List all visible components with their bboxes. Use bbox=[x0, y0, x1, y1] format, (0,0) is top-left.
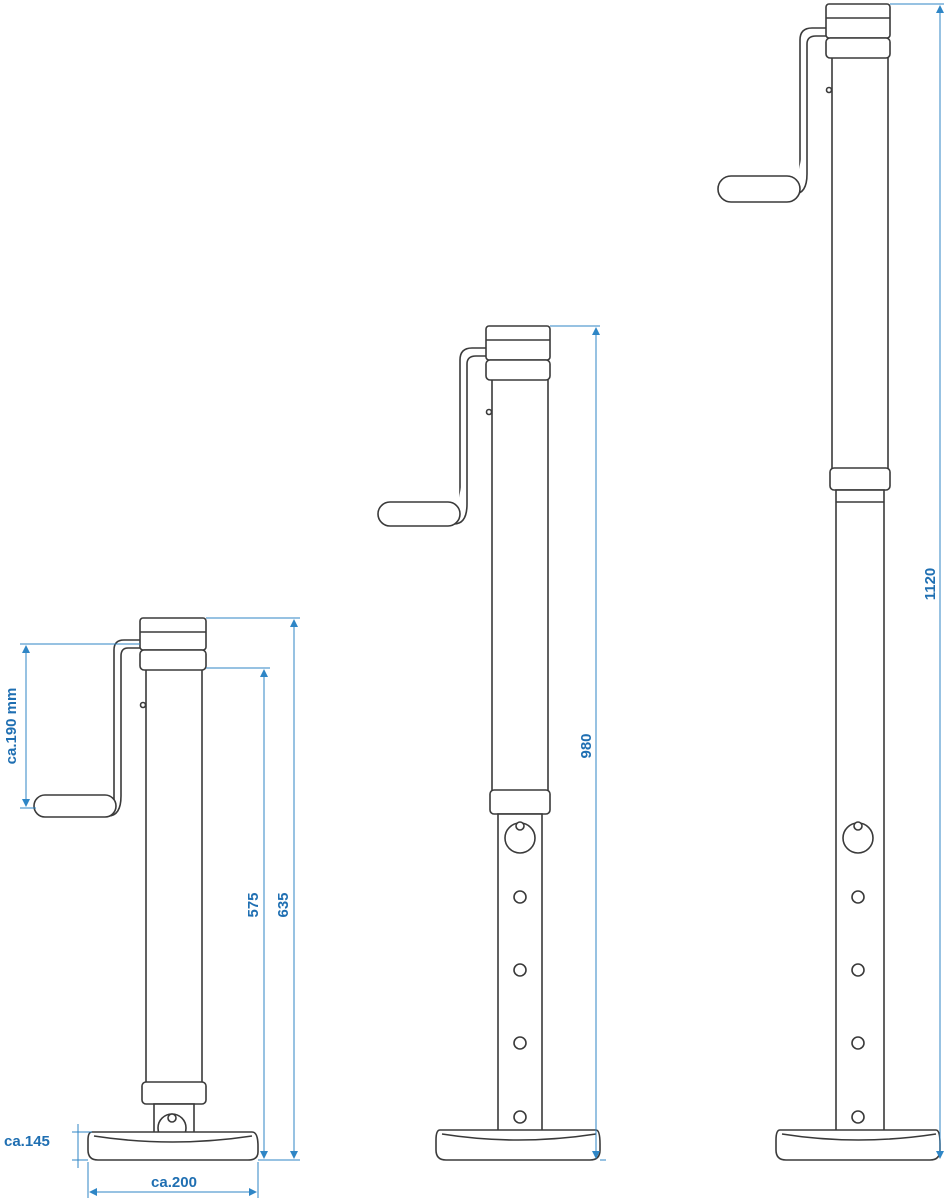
outer-tube bbox=[831, 53, 889, 475]
jack-mid-dimensions bbox=[550, 325, 606, 1161]
bottom-collar bbox=[829, 467, 891, 491]
top-housing bbox=[825, 3, 891, 39]
tube-height-label: 575 bbox=[245, 892, 262, 917]
jack-retracted bbox=[33, 617, 259, 1161]
foot-plate bbox=[435, 1129, 601, 1161]
crank-drop-label: ca.190 mm bbox=[3, 688, 20, 765]
jack-max-dimensions bbox=[890, 3, 944, 1159]
bottom-collar bbox=[141, 1081, 207, 1105]
top-housing bbox=[485, 325, 551, 361]
inner-tube bbox=[497, 813, 543, 1155]
bottom-collar bbox=[489, 789, 551, 815]
crank-handle-grip bbox=[33, 794, 117, 818]
top-collar bbox=[139, 649, 207, 671]
foot-height-label: ca.145 bbox=[4, 1133, 50, 1150]
total-height-label: 635 bbox=[275, 892, 292, 917]
top-collar bbox=[825, 37, 891, 59]
crank-handle-grip bbox=[377, 501, 461, 527]
outer-tube bbox=[145, 667, 203, 1087]
jack-retracted-dimensions bbox=[20, 617, 300, 1198]
jack-mid-extended bbox=[377, 325, 601, 1161]
foot-plate bbox=[87, 1131, 259, 1161]
top-housing bbox=[139, 617, 207, 651]
max-height-label: 1120 bbox=[922, 568, 939, 601]
foot-plate bbox=[775, 1129, 941, 1161]
jack-max-extended bbox=[717, 3, 941, 1161]
top-collar bbox=[485, 359, 551, 381]
crank-handle-grip bbox=[717, 175, 801, 203]
outer-tube bbox=[491, 375, 549, 797]
foot-width-label: ca.200 bbox=[151, 1174, 197, 1191]
mid-height-label: 980 bbox=[578, 733, 595, 758]
